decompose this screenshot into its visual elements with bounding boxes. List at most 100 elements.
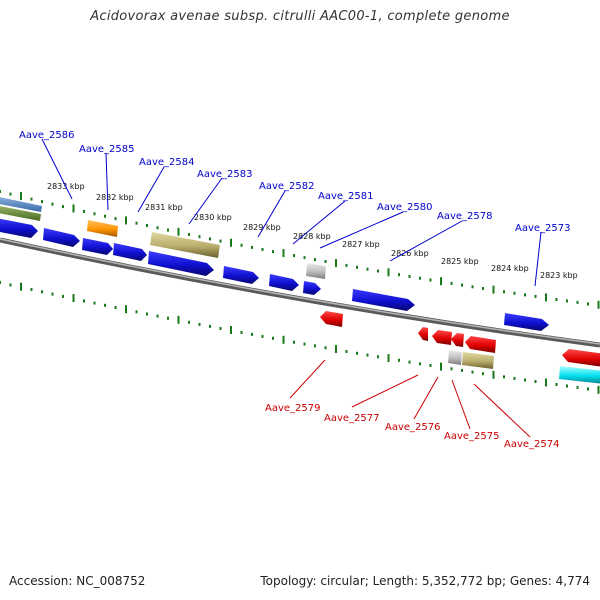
gene-label[interactable]: Aave_2576 [385,422,441,433]
scale-label: 2827 kbp [342,240,380,249]
major-tick [545,293,547,302]
minor-tick [167,316,169,320]
gene-label[interactable]: Aave_2586 [19,130,75,141]
minor-tick [513,376,516,380]
minor-tick [408,360,411,364]
gene-label[interactable]: Aave_2577 [324,413,380,424]
gene-label[interactable]: Aave_2585 [79,144,135,155]
minor-tick [429,364,432,367]
minor-tick [83,209,85,213]
gene-label[interactable]: Aave_2580 [377,202,433,213]
minor-tick [135,310,138,314]
scale-label: 2829 kbp [243,223,281,232]
gene-arrow[interactable] [352,289,415,311]
gene-feature-olive[interactable] [150,232,220,258]
gene-arrow[interactable] [432,330,452,345]
minor-tick [419,276,421,280]
forward-gene-labels: Aave_2586 Aave_2585 Aave_2584 Aave_2583 … [19,130,571,234]
minor-tick [345,263,348,267]
gene-label[interactable]: Aave_2584 [139,157,195,168]
major-tick [335,259,337,267]
gene-label[interactable]: Aave_2583 [197,169,253,180]
minor-tick [356,265,358,269]
minor-tick [198,322,201,326]
gene-feature-cyan[interactable] [559,366,600,384]
minor-tick [198,235,201,239]
gene-feature-gray[interactable] [306,263,326,279]
minor-tick [9,192,12,196]
gene-arrow[interactable] [451,333,464,347]
minor-tick [471,285,474,289]
gene-label[interactable]: Aave_2578 [437,211,493,222]
minor-tick [83,299,85,303]
minor-tick [51,202,54,206]
gene-arrow[interactable] [43,228,80,247]
gene-label[interactable]: Aave_2573 [515,223,571,234]
minor-tick [261,334,264,338]
minor-tick [156,314,159,318]
gene-arrow[interactable] [465,336,496,353]
minor-tick [51,292,54,296]
minor-tick [41,290,43,294]
minor-tick [314,344,316,348]
scale-label: 2825 kbp [441,257,479,266]
gene-arrow[interactable] [0,218,38,238]
minor-tick [503,290,505,294]
minor-tick [377,269,379,273]
gene-arrow[interactable] [113,243,147,261]
minor-tick [240,331,243,334]
gene-feature-gray[interactable] [448,350,462,365]
minor-tick [62,205,64,209]
minor-tick [272,250,274,254]
gene-arrow[interactable] [562,349,600,367]
reverse-gene-labels: Aave_2579 Aave_2577 Aave_2576 Aave_2575 … [265,403,560,450]
gene-feature-orange[interactable] [87,220,118,237]
minor-tick [576,385,579,389]
scale-label: 2832 kbp [96,193,134,202]
reverse-strand-genes [320,311,600,384]
upper-scale-ruler [0,190,600,309]
gene-feature-olive[interactable] [462,352,494,369]
minor-tick [156,226,159,230]
minor-tick [524,378,526,382]
minor-tick [345,350,348,353]
gene-feature-steel[interactable] [0,196,42,212]
gene-arrow[interactable] [82,238,113,255]
minor-tick [587,302,589,306]
minor-tick [251,245,253,249]
major-tick [177,315,180,324]
minor-tick [461,283,463,287]
gene-arrow[interactable] [303,281,321,295]
major-tick [177,227,180,236]
minor-tick [0,281,1,284]
minor-tick [219,239,222,243]
gene-arrow[interactable] [269,274,299,291]
minor-tick [408,275,411,278]
gene-arrow[interactable] [223,266,259,284]
gene-label[interactable]: Aave_2579 [265,403,321,414]
minor-tick [587,387,589,391]
major-tick [282,335,285,344]
minor-tick [303,256,306,260]
minor-tick [62,294,64,298]
gene-arrow[interactable] [418,327,428,341]
minor-tick [324,346,327,350]
gene-label[interactable]: Aave_2581 [318,191,374,202]
scale-label: 2828 kbp [293,232,331,241]
minor-tick [41,200,43,204]
gene-arrow[interactable] [148,251,214,276]
minor-tick [419,362,421,366]
gene-label[interactable]: Aave_2582 [259,181,315,192]
scale-label: 2823 kbp [540,271,578,280]
minor-tick [450,367,453,371]
minor-tick [293,254,295,258]
gene-label[interactable]: Aave_2574 [504,439,560,450]
gene-label[interactable]: Aave_2575 [444,431,500,442]
gene-feature-green[interactable] [0,205,41,221]
minor-tick [534,294,537,298]
gene-arrow[interactable] [320,311,343,327]
minor-tick [0,190,1,193]
major-tick [125,216,127,225]
gene-arrow[interactable] [504,313,549,331]
minor-tick [324,260,327,263]
